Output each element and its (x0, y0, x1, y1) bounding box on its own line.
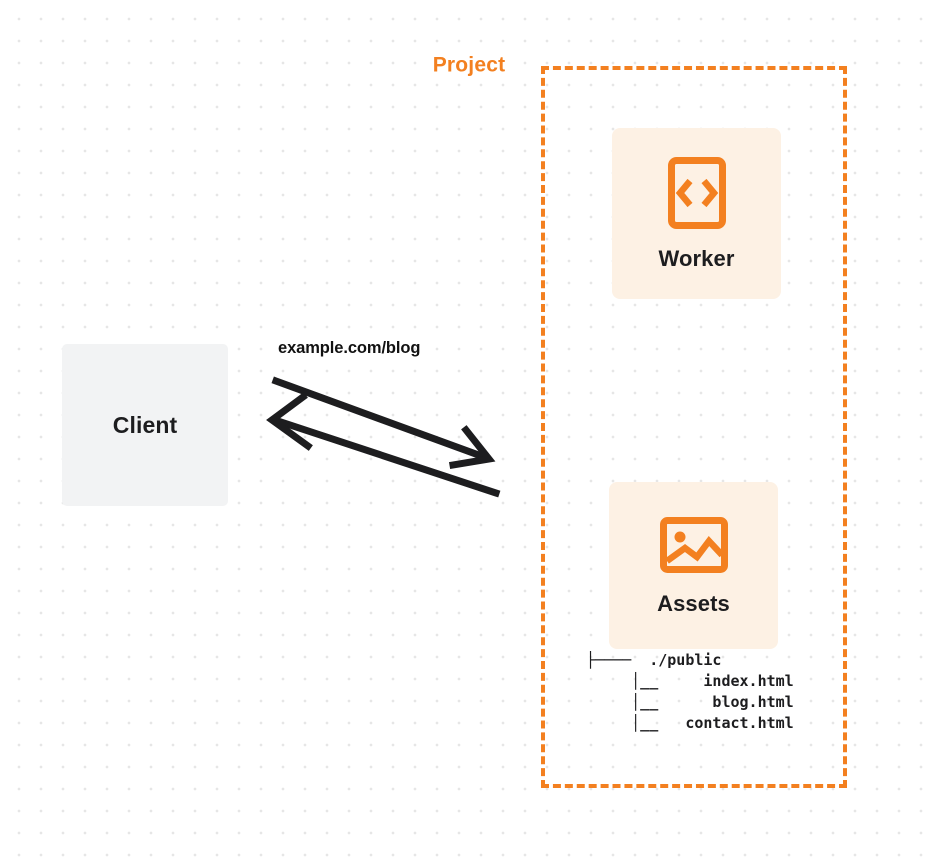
request-url-label: example.com/blog (278, 339, 421, 357)
worker-node[interactable]: Worker (612, 128, 781, 299)
request-arrow (271, 376, 496, 470)
image-icon (659, 515, 729, 575)
response-arrow (266, 392, 501, 498)
code-brackets-icon (667, 156, 727, 230)
worker-node-label: Worker (658, 245, 735, 271)
assets-node-label: Assets (657, 590, 730, 616)
assets-file-tree: ├──── ./public │__ index.html │__ blog.h… (586, 651, 794, 732)
project-title: Project (423, 53, 515, 78)
assets-node[interactable]: Assets (609, 482, 778, 649)
project-container (541, 66, 847, 788)
client-node-label: Client (112, 411, 178, 438)
connector-arrows (248, 326, 518, 516)
client-node[interactable]: Client (62, 344, 228, 506)
